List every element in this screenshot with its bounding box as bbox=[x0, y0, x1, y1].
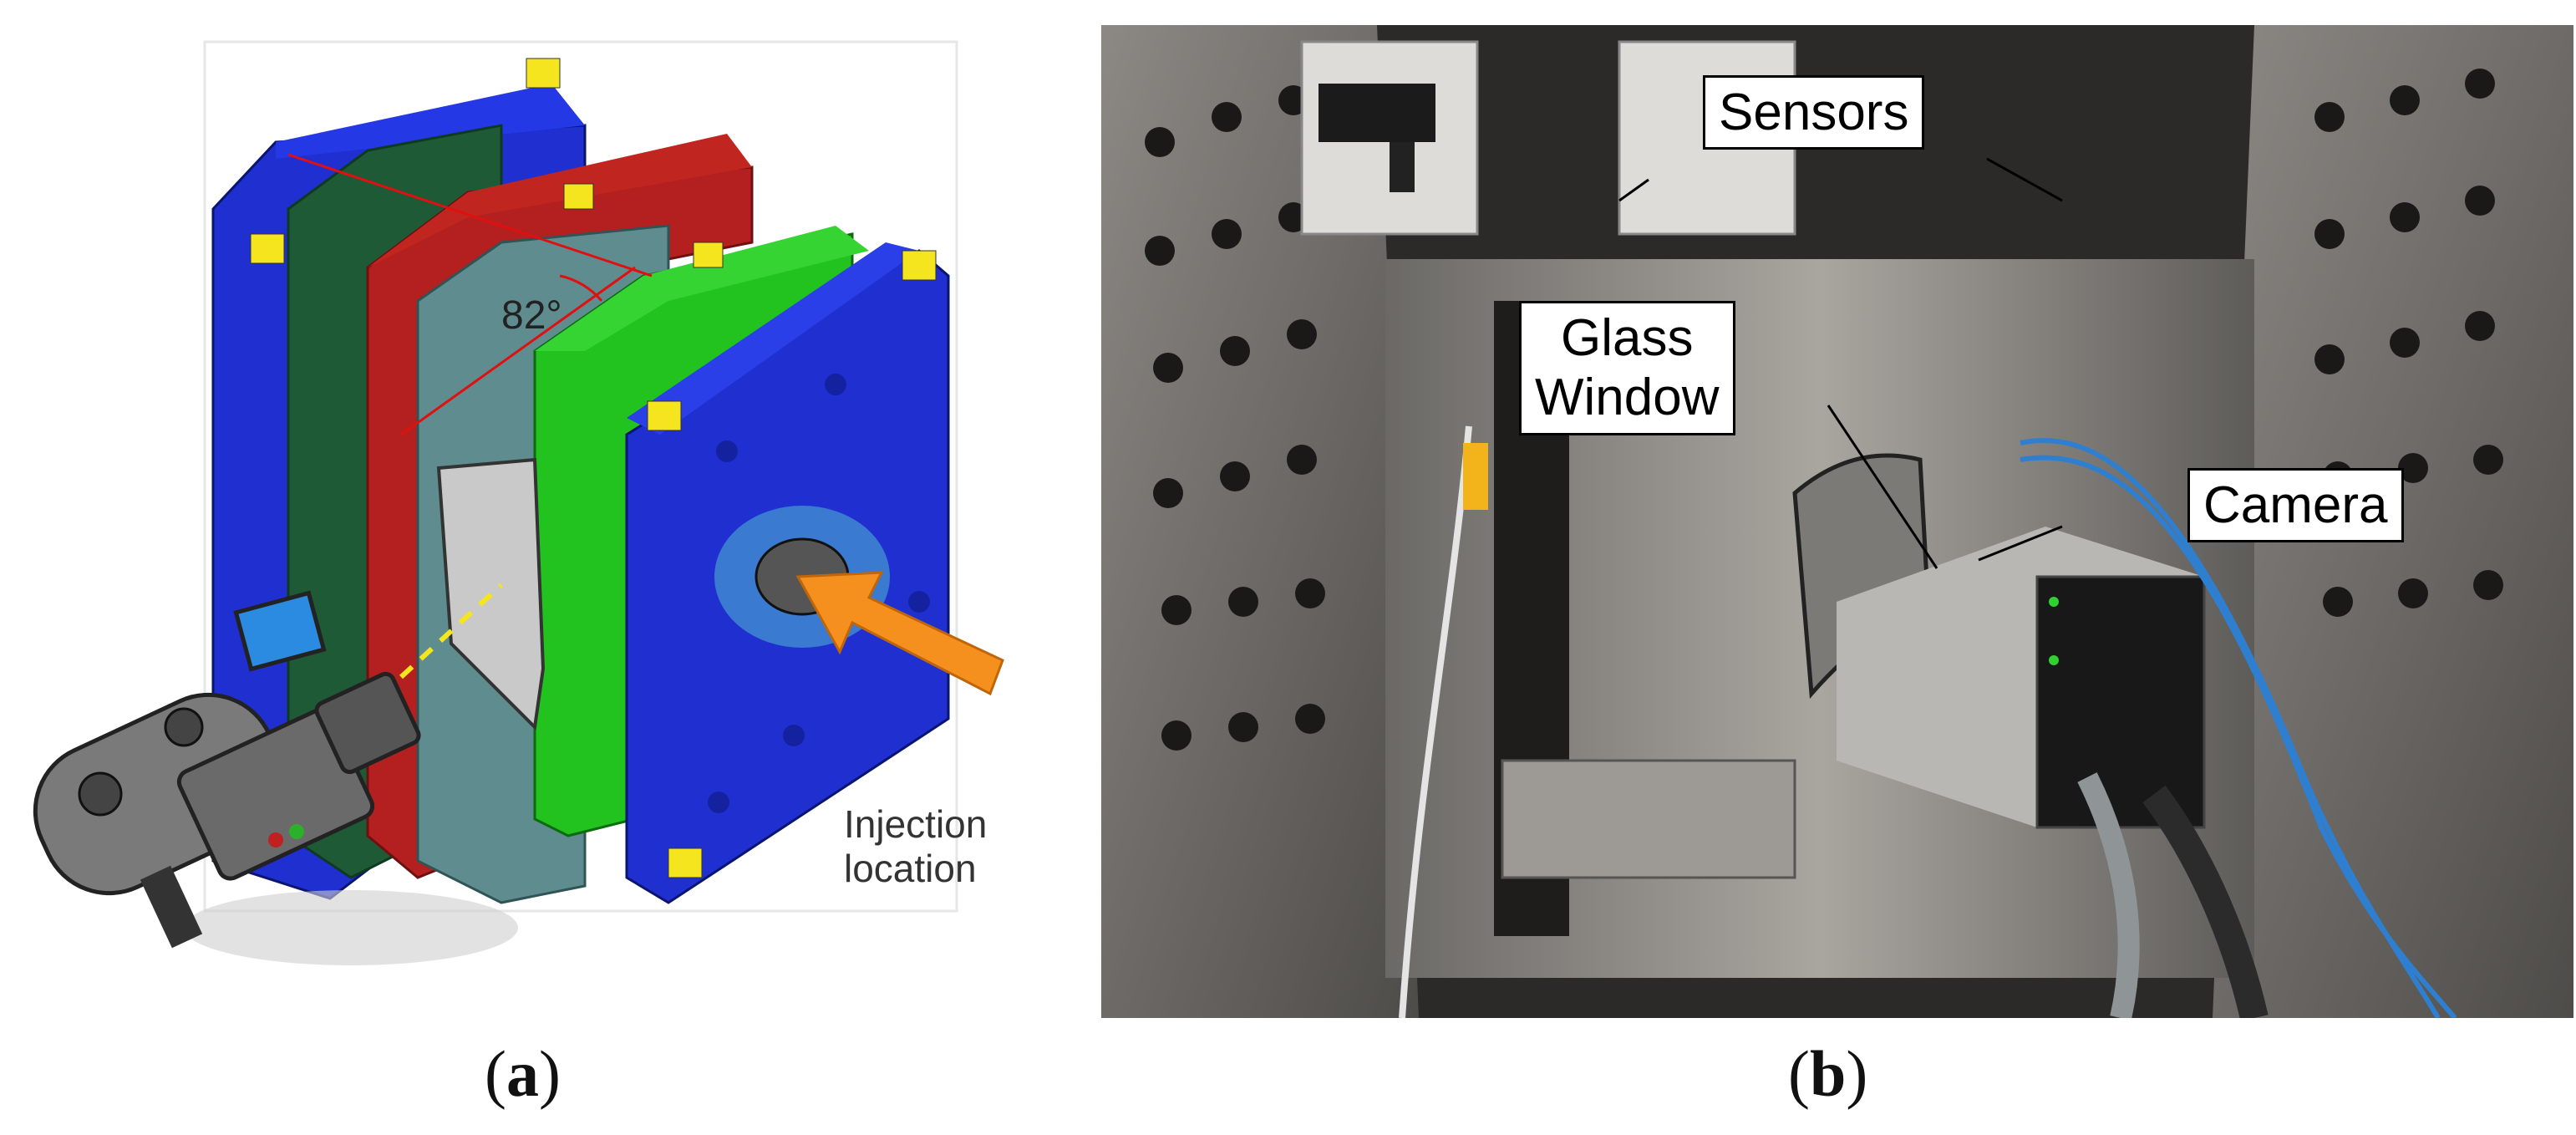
thermocouple-wire bbox=[1399, 425, 1472, 1018]
yellow-clip bbox=[563, 183, 594, 210]
bolt-hole bbox=[783, 725, 805, 746]
bolt-hole bbox=[825, 374, 846, 395]
yellow-clip bbox=[902, 250, 937, 281]
glass-window-pointer bbox=[1827, 405, 1938, 569]
bolt-hole bbox=[716, 440, 738, 462]
injection-arrow bbox=[795, 571, 1004, 696]
cavity-window bbox=[436, 457, 546, 731]
camera-reel-hub bbox=[78, 771, 123, 817]
mold-front-plate-top bbox=[627, 242, 919, 435]
camera-illustration bbox=[33, 590, 518, 965]
callout-glass-line-2: Window bbox=[1535, 369, 1720, 427]
panel-b-photo: Sensors Glass Window Camera bbox=[1101, 25, 2573, 1018]
mold-green-plate-top bbox=[535, 226, 869, 351]
mold-insert bbox=[1501, 759, 1796, 879]
camera-status-light bbox=[2049, 597, 2059, 607]
injection-location-label: Injection location bbox=[844, 802, 987, 891]
yellow-clip bbox=[647, 400, 682, 431]
caption-b-letter: b bbox=[1809, 1037, 1847, 1110]
sensor-connector bbox=[1390, 142, 1415, 192]
left-platen bbox=[1101, 25, 1419, 1018]
injection-label-line-1: Injection bbox=[844, 802, 988, 846]
camera-cable bbox=[2142, 785, 2269, 1018]
bolt-hole bbox=[708, 791, 729, 813]
yellow-clip bbox=[250, 233, 285, 264]
callout-glass-window: Glass Window bbox=[1519, 301, 1735, 435]
camera-indicator-light bbox=[268, 832, 283, 847]
mold-diagram bbox=[33, 40, 1004, 965]
blue-cable bbox=[2020, 455, 2457, 1018]
sensors-pointer bbox=[1986, 157, 2063, 202]
platen-holes bbox=[1145, 69, 2503, 751]
camera-front-panel bbox=[2035, 575, 2206, 829]
angle-arc bbox=[559, 274, 603, 302]
camera-shadow bbox=[184, 890, 518, 965]
bolt-hole bbox=[908, 591, 930, 613]
caption-b-open: ( bbox=[1788, 1037, 1810, 1110]
caption-b-close: ) bbox=[1846, 1037, 1868, 1110]
mold-back-plate-side bbox=[276, 84, 585, 159]
yellow-clip bbox=[693, 242, 724, 268]
camera-pointer bbox=[1978, 525, 2063, 562]
callout-glass-line-1: Glass bbox=[1561, 309, 1694, 367]
camera-lens bbox=[314, 671, 421, 775]
thermocouple-connector bbox=[1463, 443, 1488, 510]
camera-indicator-light bbox=[289, 824, 304, 839]
camera-viewfinder-screen bbox=[233, 590, 327, 672]
yellow-clip bbox=[526, 58, 561, 89]
camera-reel-hub bbox=[164, 707, 204, 747]
camera-cable bbox=[2077, 772, 2140, 1018]
yellow-clip bbox=[668, 847, 703, 878]
flow-indicator bbox=[399, 583, 504, 679]
callout-camera: Camera bbox=[2187, 468, 2404, 543]
angle-label: 82° bbox=[501, 293, 562, 338]
injection-label-line-2: location bbox=[844, 846, 977, 890]
caption-b: (b) bbox=[1788, 1036, 1867, 1112]
caption-a: (a) bbox=[485, 1036, 561, 1112]
mold-red-plate-top bbox=[368, 134, 752, 267]
callout-sensors: Sensors bbox=[1703, 75, 1925, 150]
caption-a-close: ) bbox=[538, 1037, 561, 1110]
angle-line bbox=[287, 153, 653, 277]
sensors-pointer bbox=[1618, 178, 1649, 202]
panel-a-mold-schematic: 82° Injection location bbox=[0, 0, 1061, 1135]
camera-status-light bbox=[2049, 655, 2059, 665]
camera-handle bbox=[140, 865, 203, 949]
caption-a-letter: a bbox=[506, 1037, 539, 1110]
sensor-plate bbox=[1318, 84, 1435, 142]
caption-a-open: ( bbox=[485, 1037, 506, 1110]
